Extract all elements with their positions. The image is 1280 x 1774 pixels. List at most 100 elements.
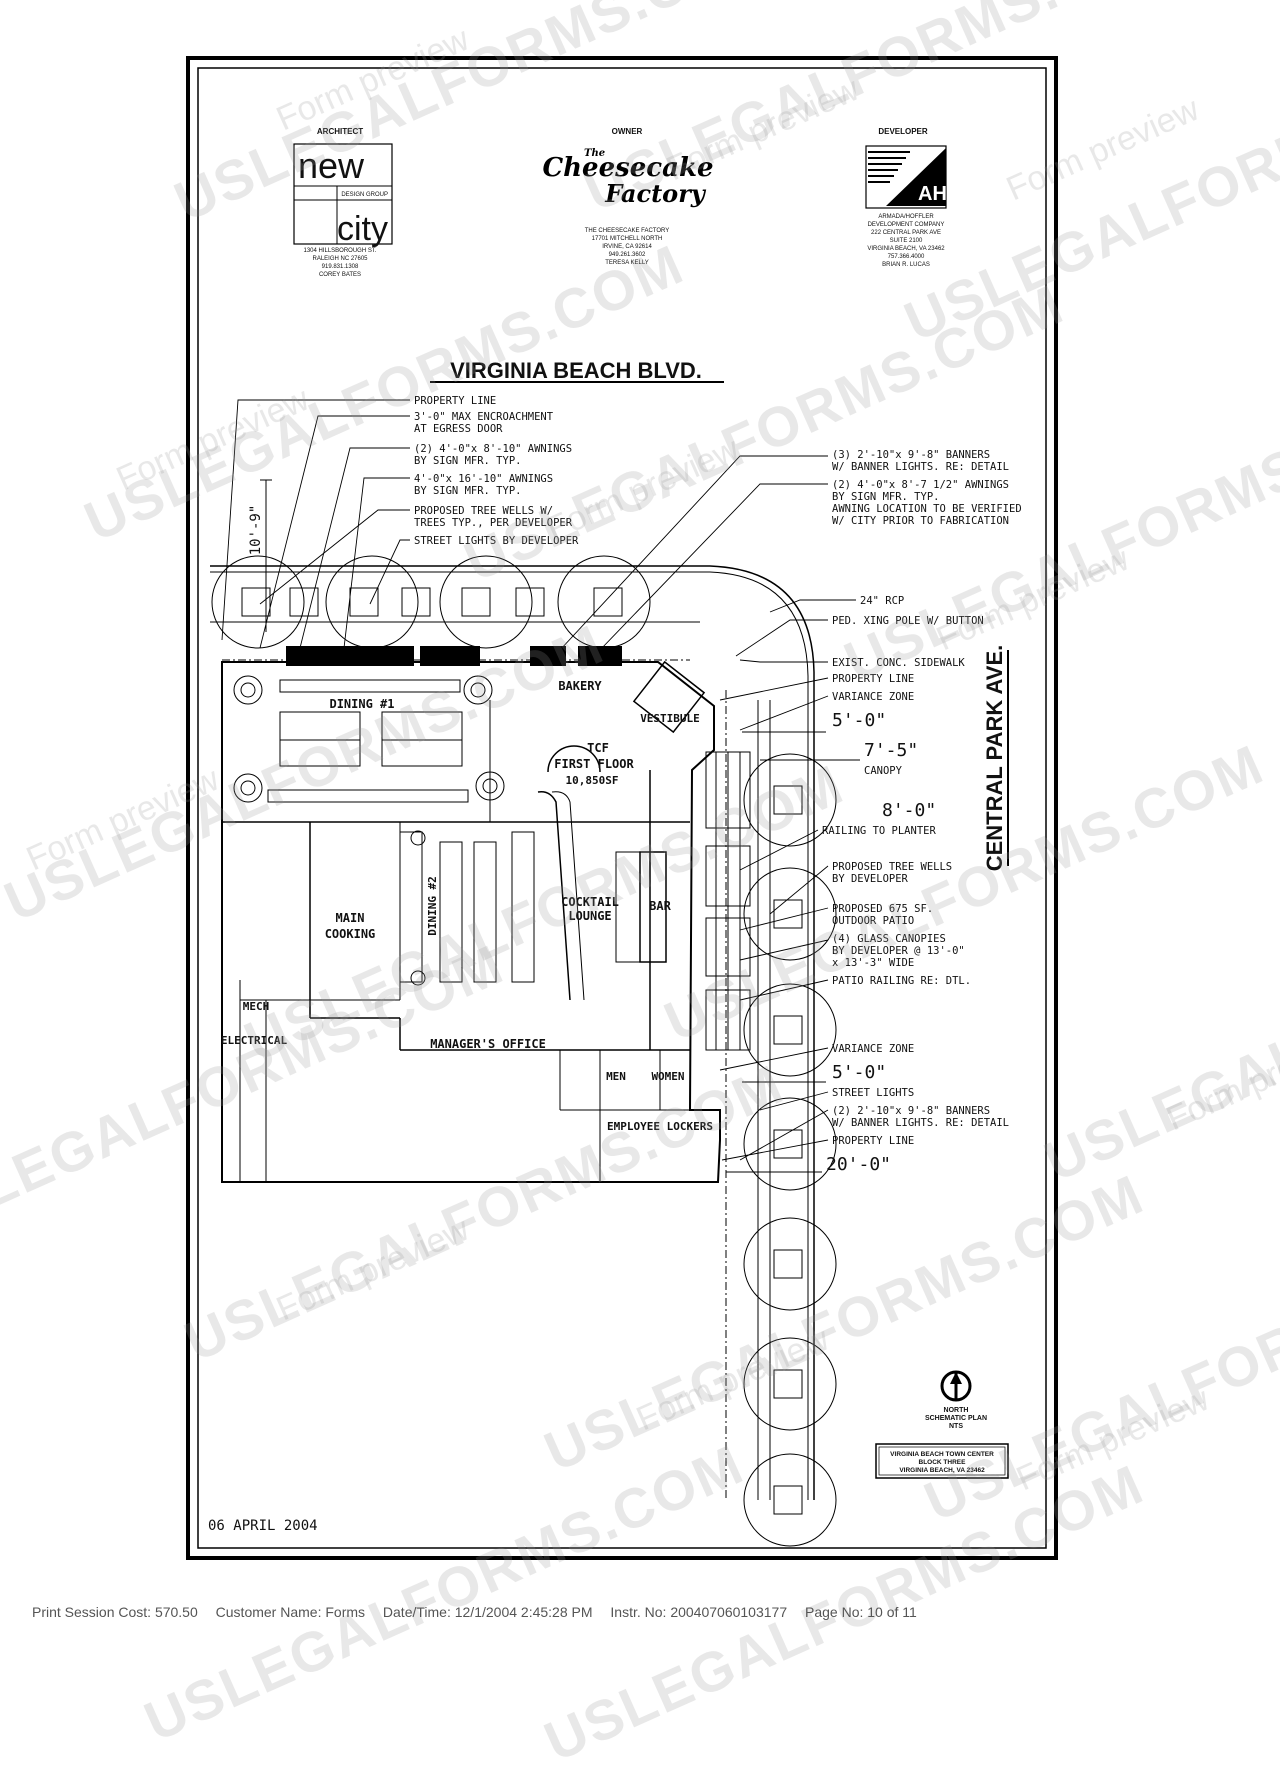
owner-line-2: 17701 MITCHELL NORTH xyxy=(592,236,663,242)
bar-furniture xyxy=(537,745,667,1001)
callout-r-7: CANOPY xyxy=(864,765,903,777)
footer-page: Page No: 10 of 11 xyxy=(805,1604,917,1620)
room-cocktail: COCKTAIL xyxy=(561,895,619,909)
developer-line-2: DEVELOPMENT COMPANY xyxy=(868,222,945,228)
callouts-right-top: (3) 2'-10"x 9'-8" BANNERS W/ BANNER LIGH… xyxy=(559,449,1022,651)
developer-logo-text: AH xyxy=(918,183,947,205)
project-line-2: BLOCK THREE xyxy=(919,1459,967,1466)
room-women: WOMEN xyxy=(651,1070,684,1083)
cheesecake-logo-cheesecake: Cheesecake xyxy=(542,153,713,183)
developer-line-6: 757.366.4000 xyxy=(888,254,925,260)
drawing-date: 06 APRIL 2004 xyxy=(208,1518,318,1534)
architect-role: ARCHITECT xyxy=(317,127,363,136)
cheesecake-logo-factory: Factory xyxy=(604,179,707,208)
print-footer: Print Session Cost: 570.50 Customer Name… xyxy=(32,1604,931,1620)
developer-line-7: BRIAN R. LUCAS xyxy=(882,262,930,268)
developer-line-5: VIRGINIA BEACH, VA 23462 xyxy=(867,246,945,252)
room-dining2: DINING #2 xyxy=(426,876,439,936)
logo-new-text: new xyxy=(298,145,365,186)
patio xyxy=(705,751,751,1051)
room-bar: BAR xyxy=(649,899,671,913)
inner-border xyxy=(197,67,1047,1549)
callout-r-12: PROPOSED 675 SF. xyxy=(832,903,933,915)
callout-r-22: W/ BANNER LIGHTS. RE: DETAIL xyxy=(832,1117,1009,1129)
room-lounge: LOUNGE xyxy=(568,909,611,923)
site-plan-sheet: ARCHITECT new DESIGN GROUP city 1304 HIL… xyxy=(186,56,1058,1560)
callout-r-2: EXIST. CONC. SIDEWALK xyxy=(832,657,965,669)
room-main: MAIN xyxy=(336,911,365,925)
outer-border xyxy=(186,56,1058,1560)
callout-r-16: x 13'-3" WIDE xyxy=(832,957,914,969)
callout-left-5: 4'-0"x 16'-10" AWNINGS xyxy=(414,473,553,485)
room-labels: DINING #1 BAKERY VESTIBULE TCF FIRST FLO… xyxy=(221,679,713,1133)
left-dimension: 10'-9" xyxy=(248,479,272,632)
architect-line-4: COREY BATES xyxy=(319,272,361,278)
owner-line-1: THE CHEESECAKE FACTORY xyxy=(585,228,669,234)
callout-left-8: TREES TYP., PER DEVELOPER xyxy=(414,517,573,529)
room-area: 10,850SF xyxy=(566,774,619,787)
tree-wells-north xyxy=(211,555,651,649)
sidewalk-lines xyxy=(210,565,815,1500)
room-bakery: BAKERY xyxy=(558,679,602,693)
north-arrow-l1: NORTH xyxy=(944,1407,969,1414)
room-mech: MECH xyxy=(243,1000,270,1013)
callout-r-5: 5'-0" xyxy=(832,710,886,731)
callouts-right: 24" RCP PED. XING POLE W/ BUTTON EXIST. … xyxy=(719,595,1009,1175)
footer-datetime: Date/Time: 12/1/2004 2:45:28 PM xyxy=(382,1604,593,1620)
callout-r-13: OUTDOOR PATIO xyxy=(832,915,914,927)
footer-instr: Instr. No: 200407060103177 xyxy=(610,1604,788,1620)
callout-r-0: 24" RCP xyxy=(860,595,904,607)
callout-r-10: PROPOSED TREE WELLS xyxy=(832,861,952,873)
armada-hoffler-logo: AH xyxy=(865,145,947,209)
callout-r-15: BY DEVELOPER @ 13'-0" xyxy=(832,945,965,957)
callout-r-8: 8'-0" xyxy=(882,800,936,821)
owner-line-3: IRVINE, CA 92614 xyxy=(602,244,652,250)
callout-r-6: 7'-5" xyxy=(864,740,918,761)
street-east-label: CENTRAL PARK AVE. xyxy=(982,645,1007,872)
callout-r-20: STREET LIGHTS xyxy=(832,1087,914,1099)
callouts-left: PROPERTY LINE 3'-0" MAX ENCROACHMENT AT … xyxy=(221,395,579,649)
room-cooking: COOKING xyxy=(325,927,376,941)
dining1-furniture xyxy=(233,675,505,803)
project-line-3: VIRGINIA BEACH, VA 23462 xyxy=(899,1467,985,1474)
callout-rt-0: (3) 2'-10"x 9'-8" BANNERS xyxy=(832,449,990,461)
footer-cost: Print Session Cost: 570.50 xyxy=(32,1604,198,1620)
developer-block: DEVELOPER AH ARMADA/HOFFLER DEVELOPMENT … xyxy=(865,127,947,268)
room-tcf: TCF xyxy=(587,741,609,755)
callout-r-19: 5'-0" xyxy=(832,1062,886,1083)
callout-r-24: 20'-0" xyxy=(826,1154,891,1175)
logo-city-text: city xyxy=(337,210,388,248)
callout-r-1: PED. XING POLE W/ BUTTON xyxy=(832,615,984,627)
north-arrow: NORTH SCHEMATIC PLAN NTS xyxy=(925,1370,987,1430)
callout-rt-1: W/ BANNER LIGHTS. RE: DETAIL xyxy=(832,461,1009,473)
owner-block: OWNER The Cheesecake Factory THE CHEESEC… xyxy=(542,127,713,266)
callout-left-4: BY SIGN MFR. TYP. xyxy=(414,455,521,467)
developer-line-3: 222 CENTRAL PARK AVE xyxy=(871,230,941,236)
callout-r-14: (4) GLASS CANOPIES xyxy=(832,933,946,945)
callout-left-3: (2) 4'-0"x 8'-10" AWNINGS xyxy=(414,443,572,455)
callout-rt-5: W/ CITY PRIOR TO FABRICATION xyxy=(832,515,1009,527)
owner-line-5: TERESA KELLY xyxy=(605,260,649,266)
callout-r-21: (2) 2'-10"x 9'-8" BANNERS xyxy=(832,1105,990,1117)
room-men: MEN xyxy=(606,1070,626,1083)
new-city-logo: new DESIGN GROUP city xyxy=(293,143,393,248)
street-north-label: VIRGINIA BEACH BLVD. xyxy=(450,358,702,383)
callout-r-17: PATIO RAILING RE: DTL. xyxy=(832,975,971,987)
callout-r-11: BY DEVELOPER xyxy=(832,873,909,885)
north-arrow-l3: NTS xyxy=(949,1423,963,1430)
dimension-10-9: 10'-9" xyxy=(248,505,264,556)
callout-left-0: PROPERTY LINE xyxy=(414,395,496,407)
project-box: VIRGINIA BEACH TOWN CENTER BLOCK THREE V… xyxy=(875,1443,1009,1479)
owner-line-4: 949.261.3602 xyxy=(609,252,646,258)
architect-line-3: 919.831.1308 xyxy=(322,264,359,270)
room-vestibule: VESTIBULE xyxy=(640,712,700,725)
logo-design-group-text: DESIGN GROUP xyxy=(341,192,388,198)
cheesecake-logo-the: The xyxy=(584,148,605,159)
room-first-floor: FIRST FLOOR xyxy=(554,757,634,771)
callout-left-6: BY SIGN MFR. TYP. xyxy=(414,485,521,497)
callout-left-7: PROPOSED TREE WELLS W/ xyxy=(414,505,553,517)
callout-left-1: 3'-0" MAX ENCROACHMENT xyxy=(414,411,554,423)
callout-left-9: STREET LIGHTS BY DEVELOPER xyxy=(414,535,579,547)
architect-block: ARCHITECT new DESIGN GROUP city 1304 HIL… xyxy=(293,127,393,278)
callout-r-9: RAILING TO PLANTER xyxy=(822,825,936,837)
